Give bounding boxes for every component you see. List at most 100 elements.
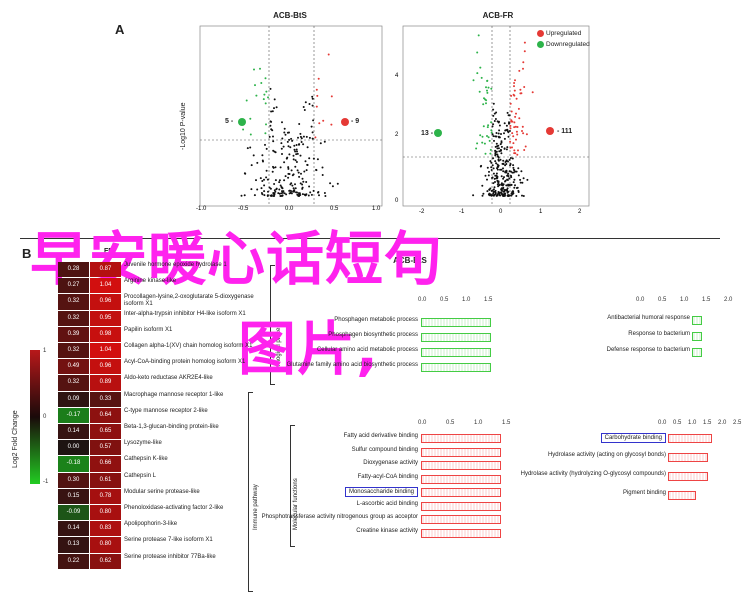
data-point [492, 102, 495, 105]
gene-label: Serine protease 7-like isoform X1 [124, 537, 213, 544]
data-point [327, 53, 330, 56]
data-point [308, 157, 311, 160]
data-point [266, 194, 269, 197]
go-term-label: Pigment binding [622, 490, 666, 496]
data-point [523, 41, 526, 44]
go-term-label: Phosphagen metabolic process [334, 317, 418, 323]
data-point [522, 61, 525, 64]
go-bar [668, 491, 696, 500]
data-point [249, 146, 252, 149]
data-point [486, 80, 489, 82]
data-point [272, 140, 275, 143]
data-point [503, 132, 505, 135]
data-point [515, 97, 518, 100]
data-point [287, 167, 290, 170]
data-point [250, 188, 253, 191]
data-point [512, 190, 515, 193]
gene-label: Papilin isoform X1 [124, 326, 173, 333]
data-point [294, 150, 297, 153]
data-point [311, 97, 314, 100]
gene-label: Acyl-CoA-binding protein homolog isoform… [124, 359, 246, 366]
data-point [260, 82, 263, 84]
data-point [494, 160, 497, 163]
data-point [494, 190, 496, 193]
plot-title-fr: ACB-FR [482, 11, 514, 20]
data-point [515, 138, 517, 141]
data-point [491, 177, 493, 179]
data-point [316, 94, 319, 97]
data-point [516, 133, 519, 136]
down-legend-dot [537, 40, 544, 48]
data-point [278, 179, 281, 182]
data-point [280, 147, 283, 150]
data-point [322, 119, 325, 122]
go-axis-tick: 1.0 [462, 297, 471, 303]
data-point [286, 156, 289, 159]
panel-divider [20, 238, 720, 239]
data-point [488, 192, 491, 195]
gene-label: Arginine kinase-like [124, 278, 177, 285]
data-point [487, 136, 490, 139]
data-point [500, 189, 503, 192]
data-point [242, 128, 245, 131]
data-point [311, 95, 314, 98]
go-term-label: Response to bacterium [628, 331, 690, 337]
data-point [278, 192, 281, 195]
data-point [510, 176, 513, 179]
data-point [523, 149, 526, 151]
data-point [531, 91, 534, 94]
data-point [491, 133, 494, 136]
data-point [511, 171, 514, 174]
go-axis-tick: 0.5 [673, 420, 682, 426]
data-point [514, 125, 517, 128]
data-point [503, 122, 506, 125]
go-term-label: Cellular amino acid metabolic process [316, 347, 418, 353]
data-point [290, 137, 293, 140]
heatmap-cell: 0.32 [58, 343, 89, 359]
data-point [480, 164, 483, 167]
data-point [263, 178, 265, 181]
data-point [271, 170, 274, 173]
gene-label: Serine protease inhibitor 77Ba-like [124, 553, 216, 560]
go-axis-tick: 2.0 [724, 297, 733, 303]
go-bar [421, 528, 501, 538]
go-bar [668, 434, 712, 443]
data-point [514, 152, 517, 155]
data-point [496, 180, 499, 183]
data-point [496, 153, 499, 156]
data-point [245, 99, 248, 102]
data-point [509, 140, 512, 143]
data-point [304, 194, 307, 197]
data-point [497, 121, 500, 124]
data-point [495, 150, 498, 153]
data-point [287, 166, 290, 169]
data-point [494, 150, 497, 152]
down-marker [238, 118, 246, 126]
data-point [301, 177, 304, 180]
heatmap-cell: 0.83 [90, 521, 121, 537]
data-point [500, 182, 503, 185]
xtick: 0.0 [285, 206, 294, 212]
heatmap-cell: 0.30 [58, 472, 89, 488]
data-point [495, 132, 498, 134]
heatmap-cell: 0.27 [58, 278, 89, 294]
data-point [512, 181, 515, 184]
data-point [495, 135, 498, 138]
heatmap-cell: 0.96 [90, 359, 121, 375]
data-point [284, 175, 287, 178]
data-point [290, 190, 293, 193]
data-point [336, 182, 339, 185]
data-point [524, 145, 527, 148]
data-point [294, 187, 297, 190]
data-point [514, 115, 517, 118]
data-point [269, 87, 272, 90]
data-point [502, 167, 504, 170]
data-point [510, 183, 513, 186]
data-point [312, 119, 315, 122]
data-point [261, 159, 264, 162]
data-point [492, 167, 495, 170]
ytick: 4 [395, 73, 399, 79]
